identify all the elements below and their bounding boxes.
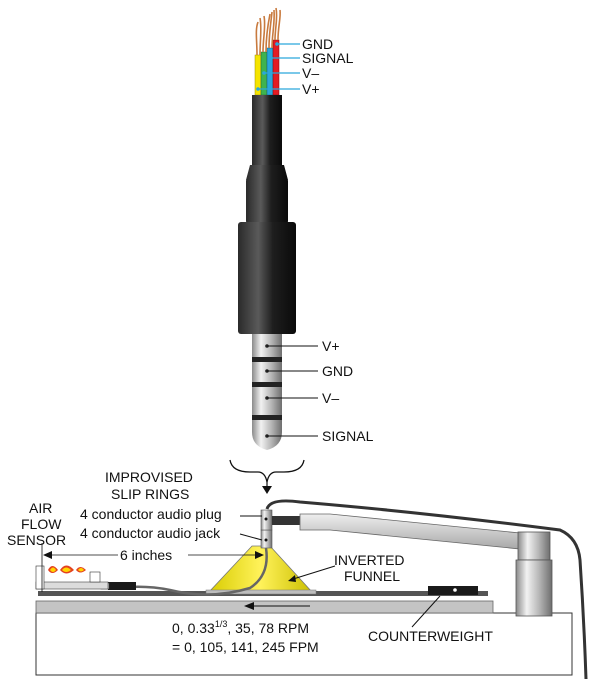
sensor-connector [108, 582, 136, 590]
audio-plug: V+ GND V– SIGNAL [252, 334, 374, 450]
counterweight-label: COUNTERWEIGHT [368, 628, 493, 644]
signal-cable [265, 499, 588, 679]
wire-bundle: GND SIGNAL V– V+ [254, 7, 354, 97]
sensor-label-1: AIR [29, 500, 52, 516]
wire-blue [266, 47, 274, 96]
copper-strands [255, 7, 282, 56]
rpm-suffix: , 35, 78 RPM [227, 620, 309, 636]
sensor-label-3: SENSOR [7, 532, 66, 548]
wire-label-v-plus: V+ [302, 81, 320, 97]
inverted-funnel [208, 545, 313, 593]
tonearm-post [515, 559, 553, 617]
counterweight [428, 586, 478, 595]
plug-label-v-minus: V– [322, 390, 339, 406]
plug-ring-v-minus [252, 387, 282, 415]
base-box [35, 612, 573, 676]
plug-label-gnd: GND [322, 363, 353, 379]
funnel-label-1: INVERTED [334, 552, 405, 568]
plug-strain-relief [246, 178, 288, 224]
sensor-label-2: FLOW [21, 516, 62, 532]
plug-handle [238, 222, 296, 334]
distance-label: 6 inches [120, 547, 172, 563]
platter [35, 600, 494, 614]
rpm-text: 0, 0.331/3, 35, 78 RPM [172, 619, 309, 636]
wire-label-signal: SIGNAL [302, 50, 354, 66]
air-flow-sensor [35, 565, 109, 590]
plug-label-v-plus: V+ [322, 338, 340, 354]
wire-leaders [256, 42, 300, 91]
rpm-prefix: 0, 0.33 [172, 620, 215, 636]
slip-rings-label-2: SLIP RINGS [111, 486, 189, 502]
slip-rings-label-1: IMPROVISED [105, 469, 193, 485]
brace [229, 459, 305, 483]
tonearm-holder [272, 516, 300, 525]
funnel-label-2: FUNNEL [344, 568, 400, 584]
fpm-text: = 0, 105, 141, 245 FPM [172, 639, 319, 655]
wire-label-v-minus: V– [302, 65, 319, 81]
audio-jack-label: 4 conductor audio jack [80, 525, 221, 541]
audio-plug-label: 4 conductor audio plug [80, 506, 222, 522]
rpm-sup: 1/3 [215, 619, 228, 629]
cable [238, 95, 296, 334]
tonearm [299, 513, 521, 550]
plug-label-signal: SIGNAL [322, 428, 374, 444]
tonearm-pivot [517, 531, 551, 561]
sensor-cable [129, 547, 268, 596]
wire-red [272, 39, 280, 96]
wire-label-gnd: GND [302, 36, 333, 52]
